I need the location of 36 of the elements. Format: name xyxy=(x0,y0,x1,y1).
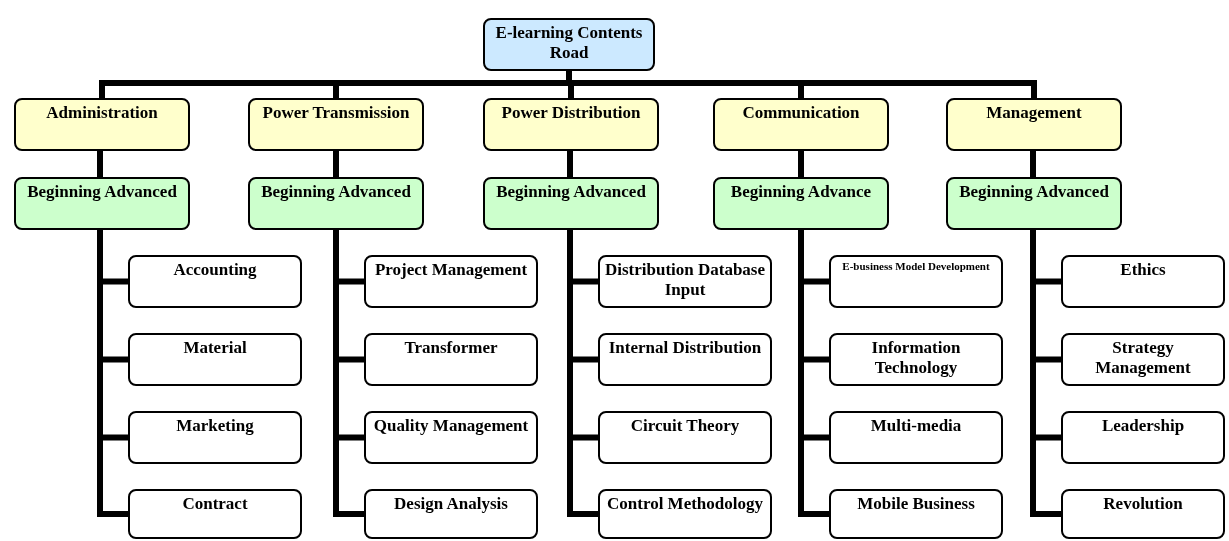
level-box: Beginning Advanced xyxy=(248,177,424,230)
topic-box: Information Technology xyxy=(829,333,1003,386)
topic-box: Leadership xyxy=(1061,411,1225,464)
topic-box: Multi-media xyxy=(829,411,1003,464)
topic-box: Contract xyxy=(128,489,302,539)
topic-box: Internal Distribution xyxy=(598,333,772,386)
topic-box: Mobile Business xyxy=(829,489,1003,539)
topic-box: Marketing xyxy=(128,411,302,464)
topic-box: Accounting xyxy=(128,255,302,308)
topic-box: Design Analysis xyxy=(364,489,538,539)
topic-box: Project Management xyxy=(364,255,538,308)
level-box: Beginning Advanced xyxy=(946,177,1122,230)
topic-box: Ethics xyxy=(1061,255,1225,308)
level-box: Beginning Advanced xyxy=(483,177,659,230)
connector-line xyxy=(798,151,804,177)
connector-line xyxy=(97,151,103,177)
topic-box: Strategy Management xyxy=(1061,333,1225,386)
topic-box: Circuit Theory xyxy=(598,411,772,464)
topic-box: Transformer xyxy=(364,333,538,386)
category-box: Administration xyxy=(14,98,190,151)
category-box: Management xyxy=(946,98,1122,151)
category-box: Communication xyxy=(713,98,889,151)
connector-line xyxy=(567,151,573,177)
root-box: E-learning Contents Road xyxy=(483,18,655,71)
category-box: Power Transmission xyxy=(248,98,424,151)
level-box: Beginning Advanced xyxy=(14,177,190,230)
level-box: Beginning Advance xyxy=(713,177,889,230)
topic-box: Revolution xyxy=(1061,489,1225,539)
topic-box: Distribution Database Input xyxy=(598,255,772,308)
category-box: Power Distribution xyxy=(483,98,659,151)
connector-line xyxy=(1030,151,1036,177)
topic-box: Control Methodology xyxy=(598,489,772,539)
topic-box: Quality Management xyxy=(364,411,538,464)
topic-box: Material xyxy=(128,333,302,386)
connector-line xyxy=(333,151,339,177)
topic-box: E-business Model Development xyxy=(829,255,1003,308)
